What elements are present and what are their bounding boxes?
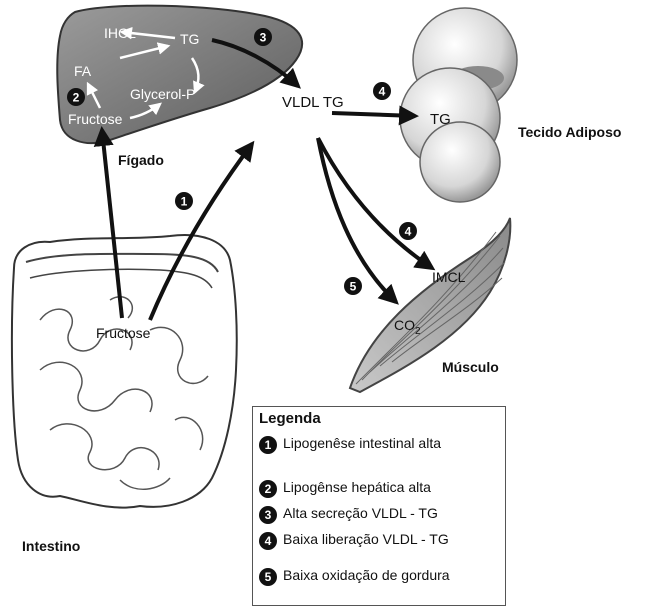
label-imcl: IMCL [432, 269, 466, 285]
svg-text:3: 3 [260, 31, 267, 45]
legend-text-4: Baixa liberação VLDL - TG [283, 531, 483, 547]
svg-text:1: 1 [181, 195, 188, 209]
legend-item-3: 3 Alta secreção VLDL - TG [259, 505, 483, 524]
legend-text-2: Lipogênse hepática alta [283, 479, 483, 495]
intestine [12, 235, 237, 508]
label-fa: FA [74, 63, 92, 79]
svg-text:4: 4 [379, 85, 386, 99]
svg-text:5: 5 [350, 280, 357, 294]
label-fructose-liver: Fructose [68, 111, 123, 127]
label-intestine: Intestino [22, 538, 80, 554]
legend-item-5: 5 Baixa oxidação de gordura [259, 567, 483, 586]
label-liver: Fígado [118, 152, 164, 168]
legend-item-1: 1 Lipogenêse intestinal alta [259, 435, 483, 454]
step-marker-2: 2 [67, 88, 85, 106]
legend: Legenda 1 Lipogenêse intestinal alta 2 L… [252, 406, 506, 606]
label-ihcl: IHCL [104, 25, 136, 41]
step-marker-1: 1 [175, 192, 193, 210]
label-glycerol-p: Glycerol-P [130, 86, 195, 102]
legend-item-4: 4 Baixa liberação VLDL - TG [259, 531, 483, 550]
legend-number-1: 1 [259, 436, 277, 454]
legend-number-4: 4 [259, 532, 277, 550]
label-muscle: Músculo [442, 359, 499, 375]
step-marker-4b: 4 [399, 222, 417, 240]
label-fructose-gut: Fructose [96, 325, 151, 341]
step-marker-5: 5 [344, 277, 362, 295]
legend-number-3: 3 [259, 506, 277, 524]
legend-text-5: Baixa oxidação de gordura [283, 567, 483, 583]
svg-text:4: 4 [405, 225, 412, 239]
legend-number-5: 5 [259, 568, 277, 586]
legend-item-2: 2 Lipogênse hepática alta [259, 479, 483, 498]
step-marker-4a: 4 [373, 82, 391, 100]
step-marker-3: 3 [254, 28, 272, 46]
label-tg-liver: TG [180, 31, 199, 47]
label-vldl-tg: VLDL TG [282, 94, 344, 111]
adipose-tissue [400, 8, 517, 202]
svg-text:2: 2 [73, 91, 80, 105]
legend-text-3: Alta secreção VLDL - TG [283, 505, 483, 521]
legend-title: Legenda [259, 410, 321, 427]
label-tg-adipose: TG [430, 111, 451, 128]
label-adipose: Tecido Adiposo [518, 124, 621, 140]
legend-text-1: Lipogenêse intestinal alta [283, 435, 483, 451]
legend-number-2: 2 [259, 480, 277, 498]
